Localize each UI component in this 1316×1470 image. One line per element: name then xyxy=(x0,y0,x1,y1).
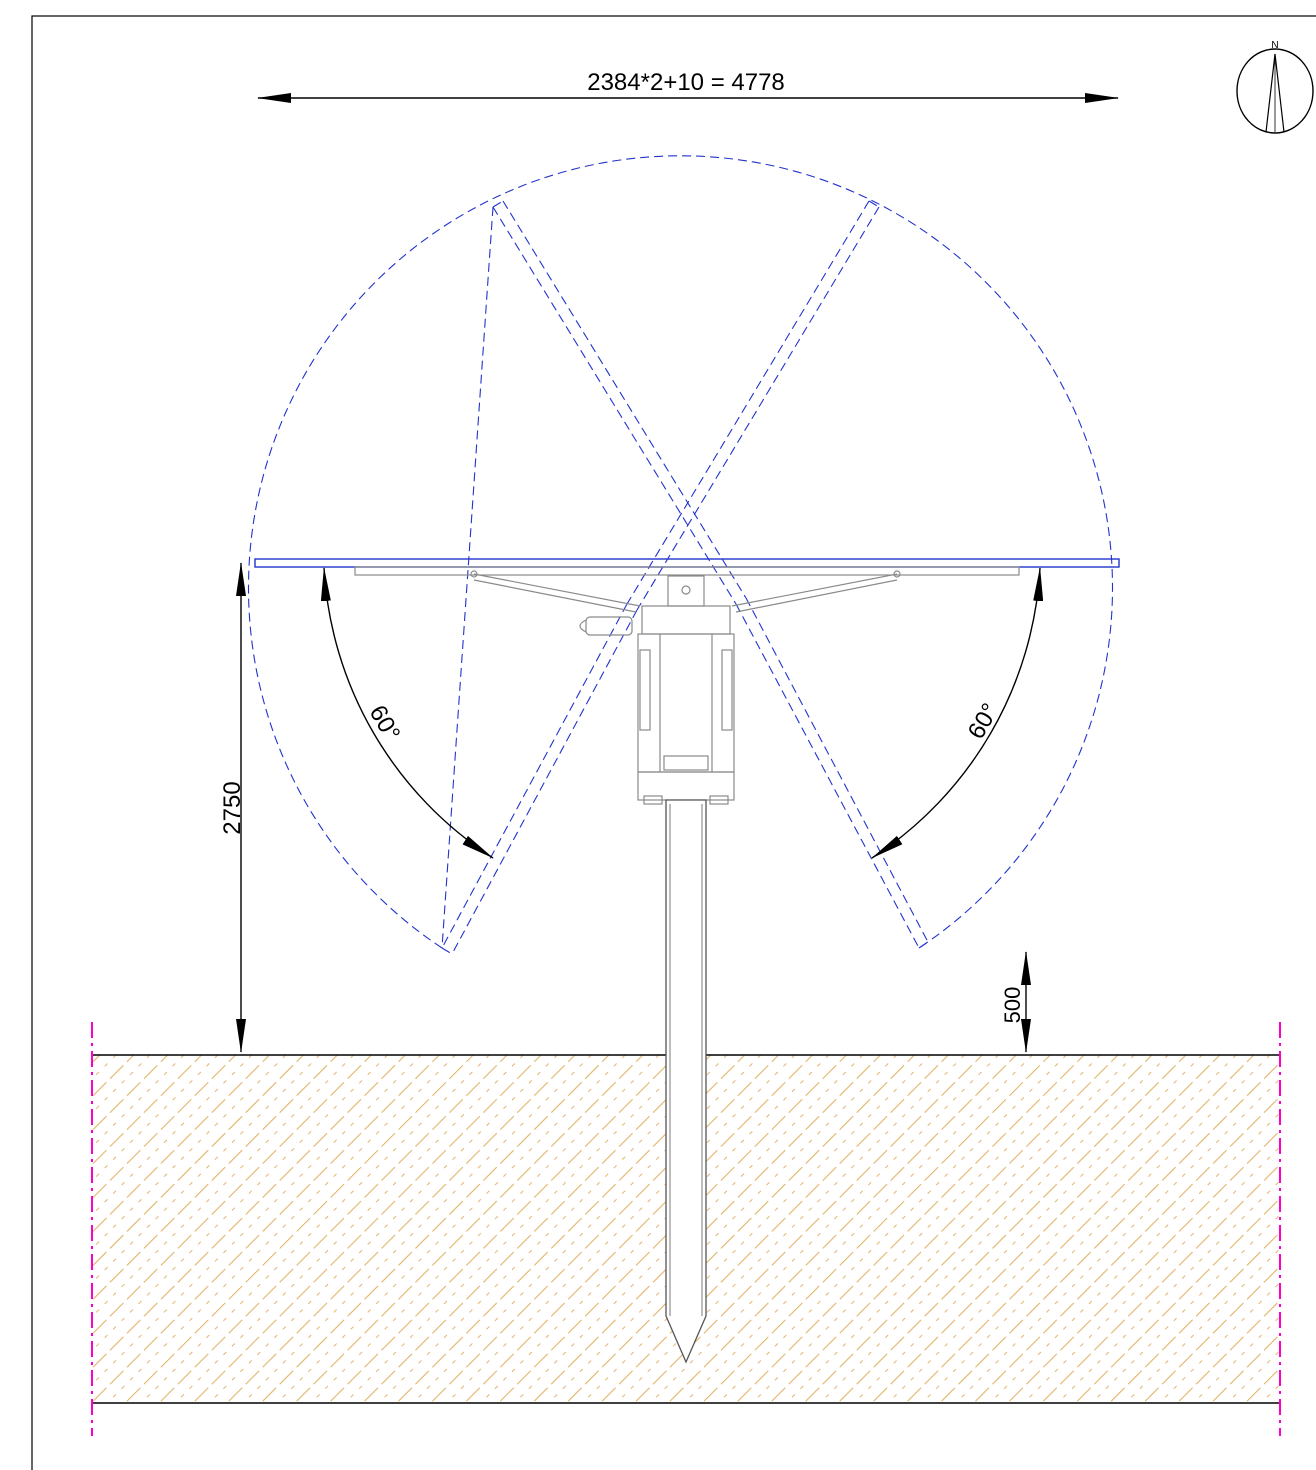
panel-position-b4 xyxy=(451,609,638,955)
clearance-dimension-label: 500 xyxy=(1000,987,1025,1024)
panel-position-b3 xyxy=(441,603,628,949)
panel-swing-envelope xyxy=(247,155,1114,955)
pile xyxy=(665,799,707,1364)
clearance-dimension: 500 xyxy=(1000,951,1031,1053)
torque-beam xyxy=(354,566,1020,576)
left-support-arm xyxy=(473,573,641,613)
clamp-band xyxy=(663,755,709,771)
horizontal-panel xyxy=(254,558,1120,568)
panel-position-a3 xyxy=(735,603,920,949)
width-dimension: 2384*2+10 = 4778 xyxy=(257,69,1119,103)
width-dimension-label: 2384*2+10 = 4778 xyxy=(587,69,785,96)
drive-housing xyxy=(641,605,731,635)
panel-tilt-left-down xyxy=(441,206,494,949)
right-angle-label: 60° xyxy=(963,699,1005,744)
panel-end-right xyxy=(918,941,929,949)
left-angle-label: 60° xyxy=(364,701,406,746)
panel-end-top-left xyxy=(492,200,504,208)
panel-end-left xyxy=(441,947,453,955)
post-frame xyxy=(637,633,735,773)
panel-position-b2 xyxy=(636,206,880,611)
right-angle-dimension: 60° xyxy=(871,567,1044,859)
panel-position-a2 xyxy=(502,200,747,599)
right-support-arm xyxy=(731,573,898,613)
panel-position-b1 xyxy=(626,200,870,605)
swing-arc xyxy=(247,155,1114,949)
gearbox xyxy=(667,575,705,607)
panel-position-a4 xyxy=(745,597,929,943)
motor xyxy=(585,616,633,636)
right-damper xyxy=(721,649,733,731)
left-damper xyxy=(639,649,651,731)
left-angle-dimension: 60° xyxy=(320,567,494,859)
height-dimension-label: 2750 xyxy=(219,781,246,834)
panel-end-top-right xyxy=(868,200,880,208)
north-label: N xyxy=(1271,40,1278,51)
height-dimension: 2750 xyxy=(219,562,246,1053)
panel-position-a1 xyxy=(492,206,737,605)
north-arrow-icon: N xyxy=(1236,40,1314,134)
drawing-frame xyxy=(31,15,1316,1470)
